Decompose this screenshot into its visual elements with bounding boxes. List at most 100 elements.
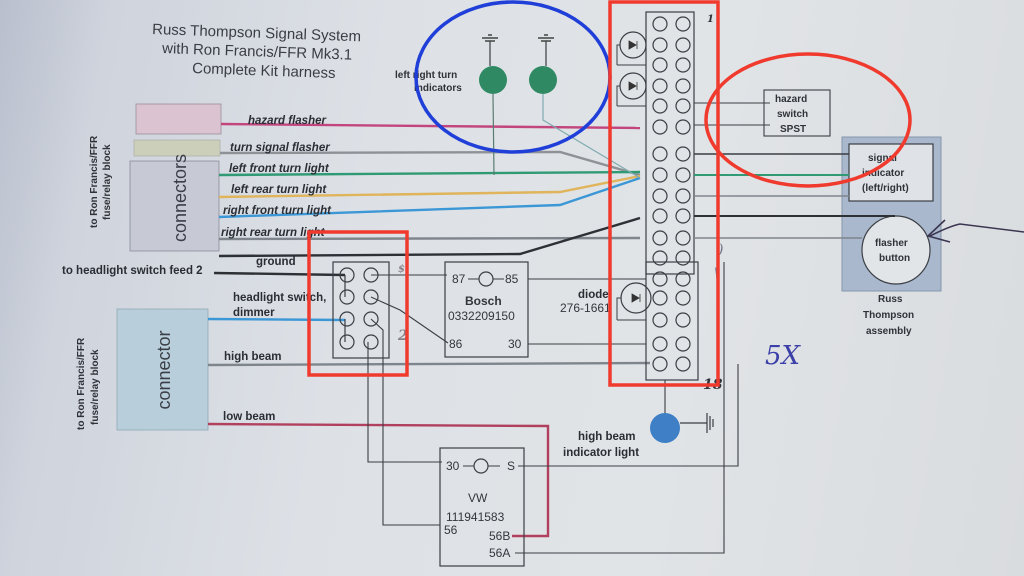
pin-socket bbox=[652, 250, 668, 266]
wire-left-front-turn-light bbox=[218, 170, 641, 177]
handwritten-arrow bbox=[929, 223, 1024, 237]
pin-socket bbox=[675, 312, 691, 328]
pin-socket bbox=[652, 98, 668, 114]
turn-indicators-label-line-1: left right turn bbox=[395, 70, 457, 81]
pin-socket bbox=[652, 271, 668, 287]
diagram-title: Russ Thompson Signal System with Ron Fra… bbox=[152, 21, 361, 82]
pin-socket bbox=[339, 334, 355, 350]
wire-low-beam bbox=[207, 422, 550, 538]
pin-socket bbox=[652, 356, 668, 372]
pin-socket bbox=[675, 208, 691, 224]
pin-socket bbox=[652, 78, 668, 94]
signal-indicator-line-2: indicator bbox=[862, 168, 904, 179]
pin-socket bbox=[363, 334, 379, 350]
flasher-button-line-2: button bbox=[879, 253, 910, 264]
wire-turn-signal-flasher bbox=[219, 150, 641, 177]
label-turn-signal-flasher: turn signal flasher bbox=[230, 142, 330, 154]
vw-pin-30: 30 bbox=[446, 459, 460, 473]
ground-icon bbox=[680, 413, 714, 433]
high-beam-indicator-line-2: indicator light bbox=[563, 447, 639, 459]
label-headlight-switch-feed-2: to headlight switch feed 2 bbox=[62, 265, 203, 277]
pin-socket bbox=[652, 16, 668, 32]
highlight-annotations bbox=[307, 0, 912, 387]
wire-hazard-flasher bbox=[220, 122, 641, 130]
pin-socket bbox=[675, 250, 691, 266]
russ-thompson-assembly: signal indicator (left/right) flasher bu… bbox=[694, 136, 1024, 337]
bosch-part-number: 0332209150 bbox=[448, 309, 515, 323]
right-turn-indicator-lamp bbox=[529, 34, 641, 179]
pin-socket bbox=[675, 98, 691, 114]
lower-connector-label: connector bbox=[154, 330, 174, 409]
pin-socket bbox=[339, 311, 355, 327]
vw-brand: VW bbox=[468, 491, 488, 505]
signal-indicator bbox=[848, 143, 934, 202]
label-headlight-switch-dimmer-2: dimmer bbox=[233, 307, 275, 319]
lower-connector-block bbox=[116, 308, 209, 431]
pin-socket bbox=[652, 230, 668, 246]
label-left-front-turn-light: left front turn light bbox=[229, 163, 330, 175]
label-right-front-turn-light: right front turn light bbox=[223, 205, 332, 217]
pin-socket bbox=[363, 311, 379, 327]
pin-number-top: 1 bbox=[707, 14, 714, 25]
pin-socket bbox=[675, 230, 691, 246]
hazard-switch-line-3: SPST bbox=[780, 124, 806, 135]
pencil-mark: 2 bbox=[397, 328, 408, 344]
vw-relay: 30 S VW 111941583 56 56B 56A bbox=[439, 262, 739, 567]
vw-pin-56a: 56A bbox=[489, 546, 510, 560]
bosch-pin-85: 85 bbox=[505, 272, 519, 286]
red-circle-highlight bbox=[704, 52, 912, 188]
lamp-icon bbox=[479, 66, 507, 94]
pin-socket bbox=[652, 312, 668, 328]
turn-indicators-label-line-2: indicators bbox=[414, 83, 462, 94]
signal-indicator-line-3: (left/right) bbox=[862, 183, 909, 194]
pin-socket bbox=[652, 336, 668, 352]
bosch-pin-87: 87 bbox=[452, 272, 466, 286]
bosch-pin-30: 30 bbox=[508, 337, 522, 351]
red-box-pin-connector bbox=[608, 0, 720, 387]
headlight-switch-connector: $ 2 bbox=[332, 261, 449, 526]
bosch-pin-86: 86 bbox=[449, 337, 463, 351]
vw-pin-56: 56 bbox=[444, 523, 458, 537]
pin-socket bbox=[675, 336, 691, 352]
wire-labels: hazard flasher turn signal flasher left … bbox=[62, 115, 332, 423]
label-headlight-switch-dimmer-1: headlight switch, bbox=[233, 292, 326, 304]
pin-socket bbox=[675, 290, 691, 306]
pin-socket bbox=[652, 146, 668, 162]
title-line-3: Complete Kit harness bbox=[192, 60, 336, 82]
label-left-rear-turn-light: left rear turn light bbox=[231, 184, 327, 196]
assembly-caption-line-3: assembly bbox=[866, 326, 912, 337]
wire-ground bbox=[218, 216, 641, 258]
pin-socket bbox=[675, 167, 691, 183]
high-beam-indicator: high beam indicator light bbox=[563, 380, 714, 459]
pin-socket bbox=[339, 289, 355, 305]
pin-socket bbox=[363, 289, 379, 305]
label-high-beam: high beam bbox=[224, 351, 282, 363]
diode-part-number: 276-1661 bbox=[560, 301, 611, 315]
flasher-button bbox=[861, 215, 931, 285]
pin-socket bbox=[675, 271, 691, 287]
pin-socket bbox=[675, 119, 691, 135]
pin-socket bbox=[675, 16, 691, 32]
hazard-switch-line-2: switch bbox=[777, 109, 808, 120]
lower-side-label-line-2: fuse/relay block bbox=[90, 349, 101, 425]
pin-socket bbox=[675, 356, 691, 372]
pin-socket bbox=[675, 188, 691, 204]
handwritten-note: 5X bbox=[765, 341, 802, 371]
upper-connector-label: connectors bbox=[170, 154, 190, 242]
wire-headlight-switch-dimmer bbox=[207, 317, 346, 322]
flasher-button-line-1: flasher bbox=[875, 238, 908, 249]
signal-indicator-line-1: signal bbox=[868, 153, 897, 164]
upper-side-label-line-1: to Ron Francis/FFR bbox=[89, 135, 100, 228]
diode-lower bbox=[616, 282, 652, 321]
pin-socket bbox=[652, 57, 668, 73]
pencil-mark: ) bbox=[717, 242, 723, 258]
pin-socket bbox=[652, 208, 668, 224]
pin-socket bbox=[652, 188, 668, 204]
pin-socket bbox=[675, 146, 691, 162]
coil-icon bbox=[478, 271, 494, 287]
assembly-caption-line-1: Russ bbox=[878, 294, 903, 305]
vw-pin-56b: 56B bbox=[489, 529, 510, 543]
red-box-headlight-connector bbox=[307, 230, 409, 377]
wire-high-beam bbox=[207, 361, 651, 367]
